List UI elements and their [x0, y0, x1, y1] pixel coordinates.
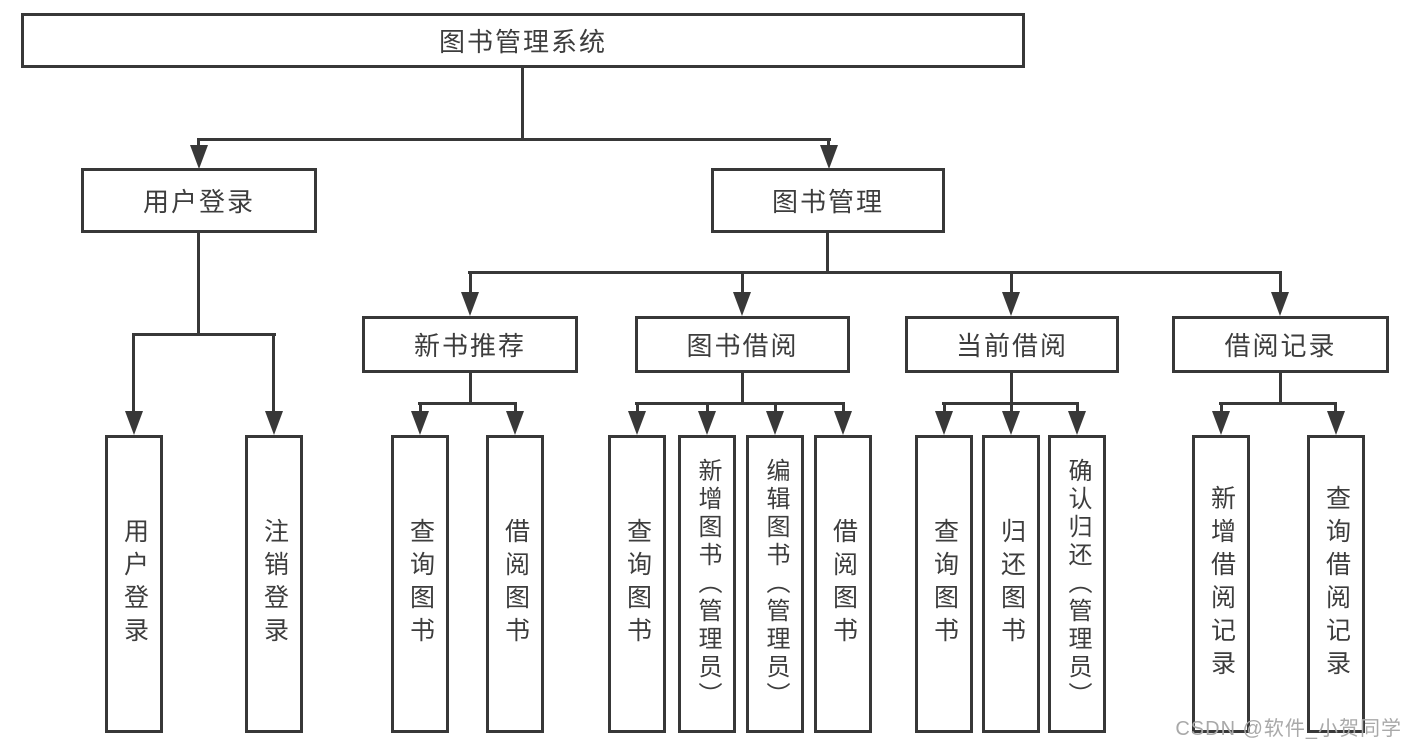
leaf-current-confirm-return-admin: 确认归还（管理员） [1048, 435, 1106, 733]
arrow-down-icon [411, 411, 429, 435]
v-line [1010, 402, 1013, 414]
arrow-down-icon [1271, 292, 1289, 316]
node-label: 确认归还（管理员） [1064, 458, 1091, 710]
v-line [741, 271, 744, 294]
leaf-borrowing-edit-book-admin: 编辑图书（管理员） [746, 435, 804, 733]
v-line [774, 402, 777, 414]
arrow-down-icon [190, 145, 208, 169]
v-line [741, 371, 744, 405]
v-line [469, 271, 472, 294]
arrow-down-icon [733, 292, 751, 316]
leaf-borrowing-query-book: 查询图书 [608, 435, 666, 733]
v-line [469, 371, 472, 405]
node-new-book-recommendation: 新书推荐 [362, 316, 578, 373]
leaf-records-add-record: 新增借阅记录 [1192, 435, 1250, 733]
leaf-borrowing-borrow-book: 借阅图书 [814, 435, 872, 733]
arrow-down-icon [834, 411, 852, 435]
v-line [943, 402, 946, 414]
leaf-borrowing-add-book-admin: 新增图书（管理员） [678, 435, 736, 733]
leaf-current-return-book: 归还图书 [982, 435, 1040, 733]
leaf-logout: 注销登录 [245, 435, 303, 733]
node-label: 借阅图书 [829, 518, 858, 650]
v-line [514, 402, 517, 414]
v-line [842, 402, 845, 414]
v-line [521, 66, 524, 140]
arrow-down-icon [1068, 411, 1086, 435]
node-label: 借阅记录 [1224, 331, 1337, 361]
v-line [1220, 402, 1223, 414]
node-label: 编辑图书（管理员） [762, 458, 789, 710]
node-label: 查询图书 [623, 518, 652, 650]
arrow-down-icon [1327, 411, 1345, 435]
node-label: 借阅图书 [501, 518, 530, 650]
v-line [1010, 371, 1013, 405]
v-line [636, 402, 639, 414]
h-line [197, 138, 831, 141]
v-line [827, 138, 830, 148]
arrow-down-icon [935, 411, 953, 435]
node-label: 图书借阅 [686, 331, 799, 361]
v-line [272, 333, 275, 415]
node-book-borrowing: 图书借阅 [635, 316, 850, 373]
arrow-down-icon [820, 145, 838, 169]
leaf-current-query-book: 查询图书 [915, 435, 973, 733]
node-label: 新增图书（管理员） [694, 458, 721, 710]
v-line [197, 138, 200, 148]
v-line [1279, 271, 1282, 294]
arrow-down-icon [698, 411, 716, 435]
leaf-recommend-query-book: 查询图书 [391, 435, 449, 733]
node-user-login: 用户登录 [81, 168, 317, 233]
leaf-recommend-borrow-book: 借阅图书 [486, 435, 544, 733]
watermark: CSDN @软件_小贺同学 [1175, 718, 1402, 740]
arrow-down-icon [628, 411, 646, 435]
v-line [1334, 402, 1337, 414]
node-label: 注销登录 [260, 518, 289, 650]
h-line [1219, 402, 1337, 405]
arrow-down-icon [1212, 411, 1230, 435]
arrow-down-icon [125, 411, 143, 435]
node-current-borrowing: 当前借阅 [905, 316, 1119, 373]
node-label: 用户登录 [142, 187, 255, 217]
arrow-down-icon [461, 292, 479, 316]
node-label: 查询借阅记录 [1322, 485, 1351, 683]
arrow-down-icon [506, 411, 524, 435]
node-label: 新书推荐 [413, 331, 526, 361]
arrow-down-icon [1002, 411, 1020, 435]
v-line [1010, 271, 1013, 294]
h-line [468, 271, 1281, 274]
v-line [706, 402, 709, 414]
node-label: 归还图书 [997, 518, 1026, 650]
node-label: 新增借阅记录 [1207, 485, 1236, 683]
node-label: 图书管理 [771, 187, 884, 217]
v-line [1279, 371, 1282, 405]
arrow-down-icon [766, 411, 784, 435]
h-line [635, 402, 844, 405]
node-book-management: 图书管理 [711, 168, 945, 233]
node-label: 查询图书 [930, 518, 959, 650]
leaf-user-login-action: 用户登录 [105, 435, 163, 733]
node-root: 图书管理系统 [21, 13, 1025, 68]
leaf-records-query-record: 查询借阅记录 [1307, 435, 1365, 733]
v-line [419, 402, 422, 414]
v-line [132, 333, 135, 415]
v-line [197, 230, 200, 336]
v-line [826, 230, 829, 274]
node-borrowing-records: 借阅记录 [1172, 316, 1389, 373]
node-label: 用户登录 [120, 518, 149, 650]
h-line [418, 402, 517, 405]
v-line [1076, 402, 1079, 414]
node-label: 当前借阅 [955, 331, 1068, 361]
node-label: 查询图书 [406, 518, 435, 650]
arrow-down-icon [265, 411, 283, 435]
node-label: 图书管理系统 [438, 27, 607, 57]
arrow-down-icon [1002, 292, 1020, 316]
h-line [132, 333, 276, 336]
